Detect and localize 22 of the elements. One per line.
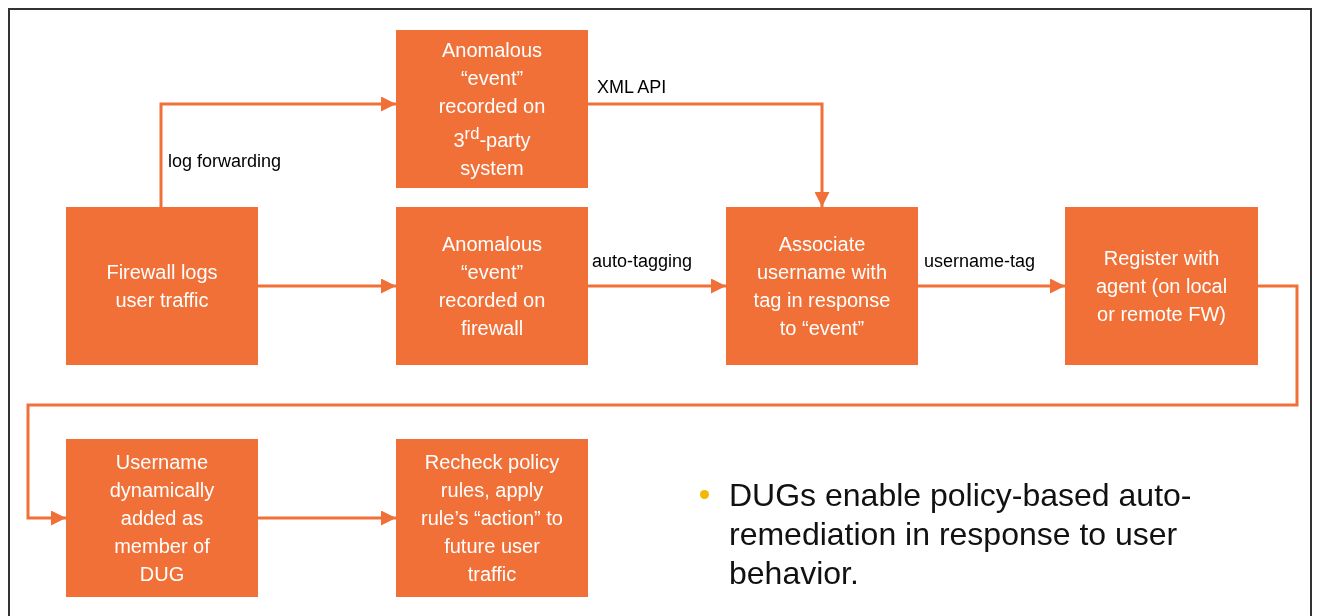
box-text: Firewall logs user traffic: [105, 260, 219, 313]
arrow: [918, 278, 1065, 294]
arrow: [588, 278, 726, 294]
box-text: Associate username with tag in response to “event”: [752, 232, 892, 341]
process-box: [66, 439, 258, 597]
arrow: [588, 102, 830, 207]
box-text: Anomalous “event” recorded on 3$^{rd}$-party system: [437, 38, 547, 181]
process-box: [396, 439, 588, 597]
process-box: [396, 30, 588, 188]
box-text: Username dynamically added as member of DUG: [108, 450, 216, 587]
bullet-text: DUGs enable policy-based auto-remediation in response to user behavior.: [729, 476, 1193, 593]
process-box: [66, 207, 258, 365]
arrow: [258, 510, 396, 526]
process-box: [396, 207, 588, 365]
process-box: [1065, 207, 1258, 365]
box-text: Recheck policy rules, apply rule’s “action” to future user traffic: [420, 450, 564, 587]
arrow: [26, 284, 1299, 526]
arrow: [159, 96, 396, 207]
box-text: Anomalous “event” recorded on firewall: [437, 232, 547, 341]
process-box: [726, 207, 918, 365]
arrow: [258, 278, 396, 294]
box-text: Register with agent (on local or remote FW): [1094, 246, 1229, 327]
